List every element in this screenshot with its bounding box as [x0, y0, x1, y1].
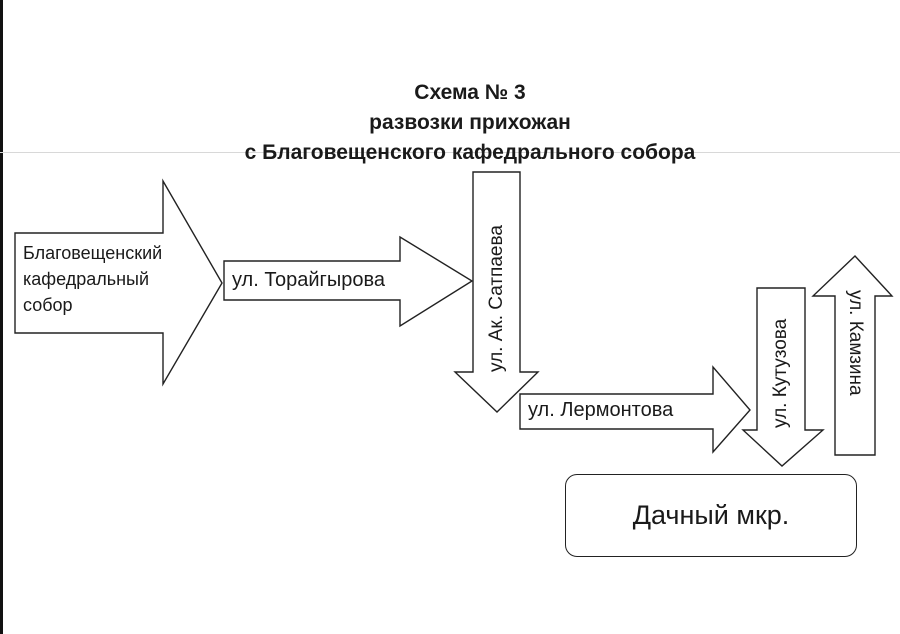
- scan-left-edge: [0, 0, 3, 634]
- arrow-lermontova: [519, 365, 751, 454]
- label-satpaeva: ул. Ак. Сатпаева: [486, 225, 507, 372]
- title-line-3: с Благовещенского кафедрального собора: [244, 141, 696, 164]
- label-start-line-1: Благовещенский: [23, 243, 163, 263]
- label-start-line-2: кафедральный: [23, 269, 150, 289]
- label-lermontova: ул. Лермонтова: [528, 399, 674, 421]
- arrow-satpaeva: [453, 171, 540, 413]
- destination-box: Дачный мкр.: [565, 474, 857, 557]
- arrow-start-cathedral: [14, 178, 223, 387]
- arrow-kutuzova: [741, 287, 825, 467]
- scan-artifact-line: [0, 152, 900, 153]
- arrow-toraigyrova: [223, 235, 474, 328]
- arrow-kamzina: [811, 255, 894, 456]
- label-kamzina: ул. Камзина: [845, 290, 866, 396]
- title-line-2: развозки прихожан: [369, 111, 571, 134]
- title-line-1: Схема № 3: [414, 81, 526, 104]
- label-start-line-3: собор: [23, 295, 73, 315]
- destination-label: Дачный мкр.: [632, 500, 790, 530]
- label-toraigyrova: ул. Торайгырова: [232, 269, 385, 291]
- label-kutuzova: ул. Кутузова: [770, 318, 791, 428]
